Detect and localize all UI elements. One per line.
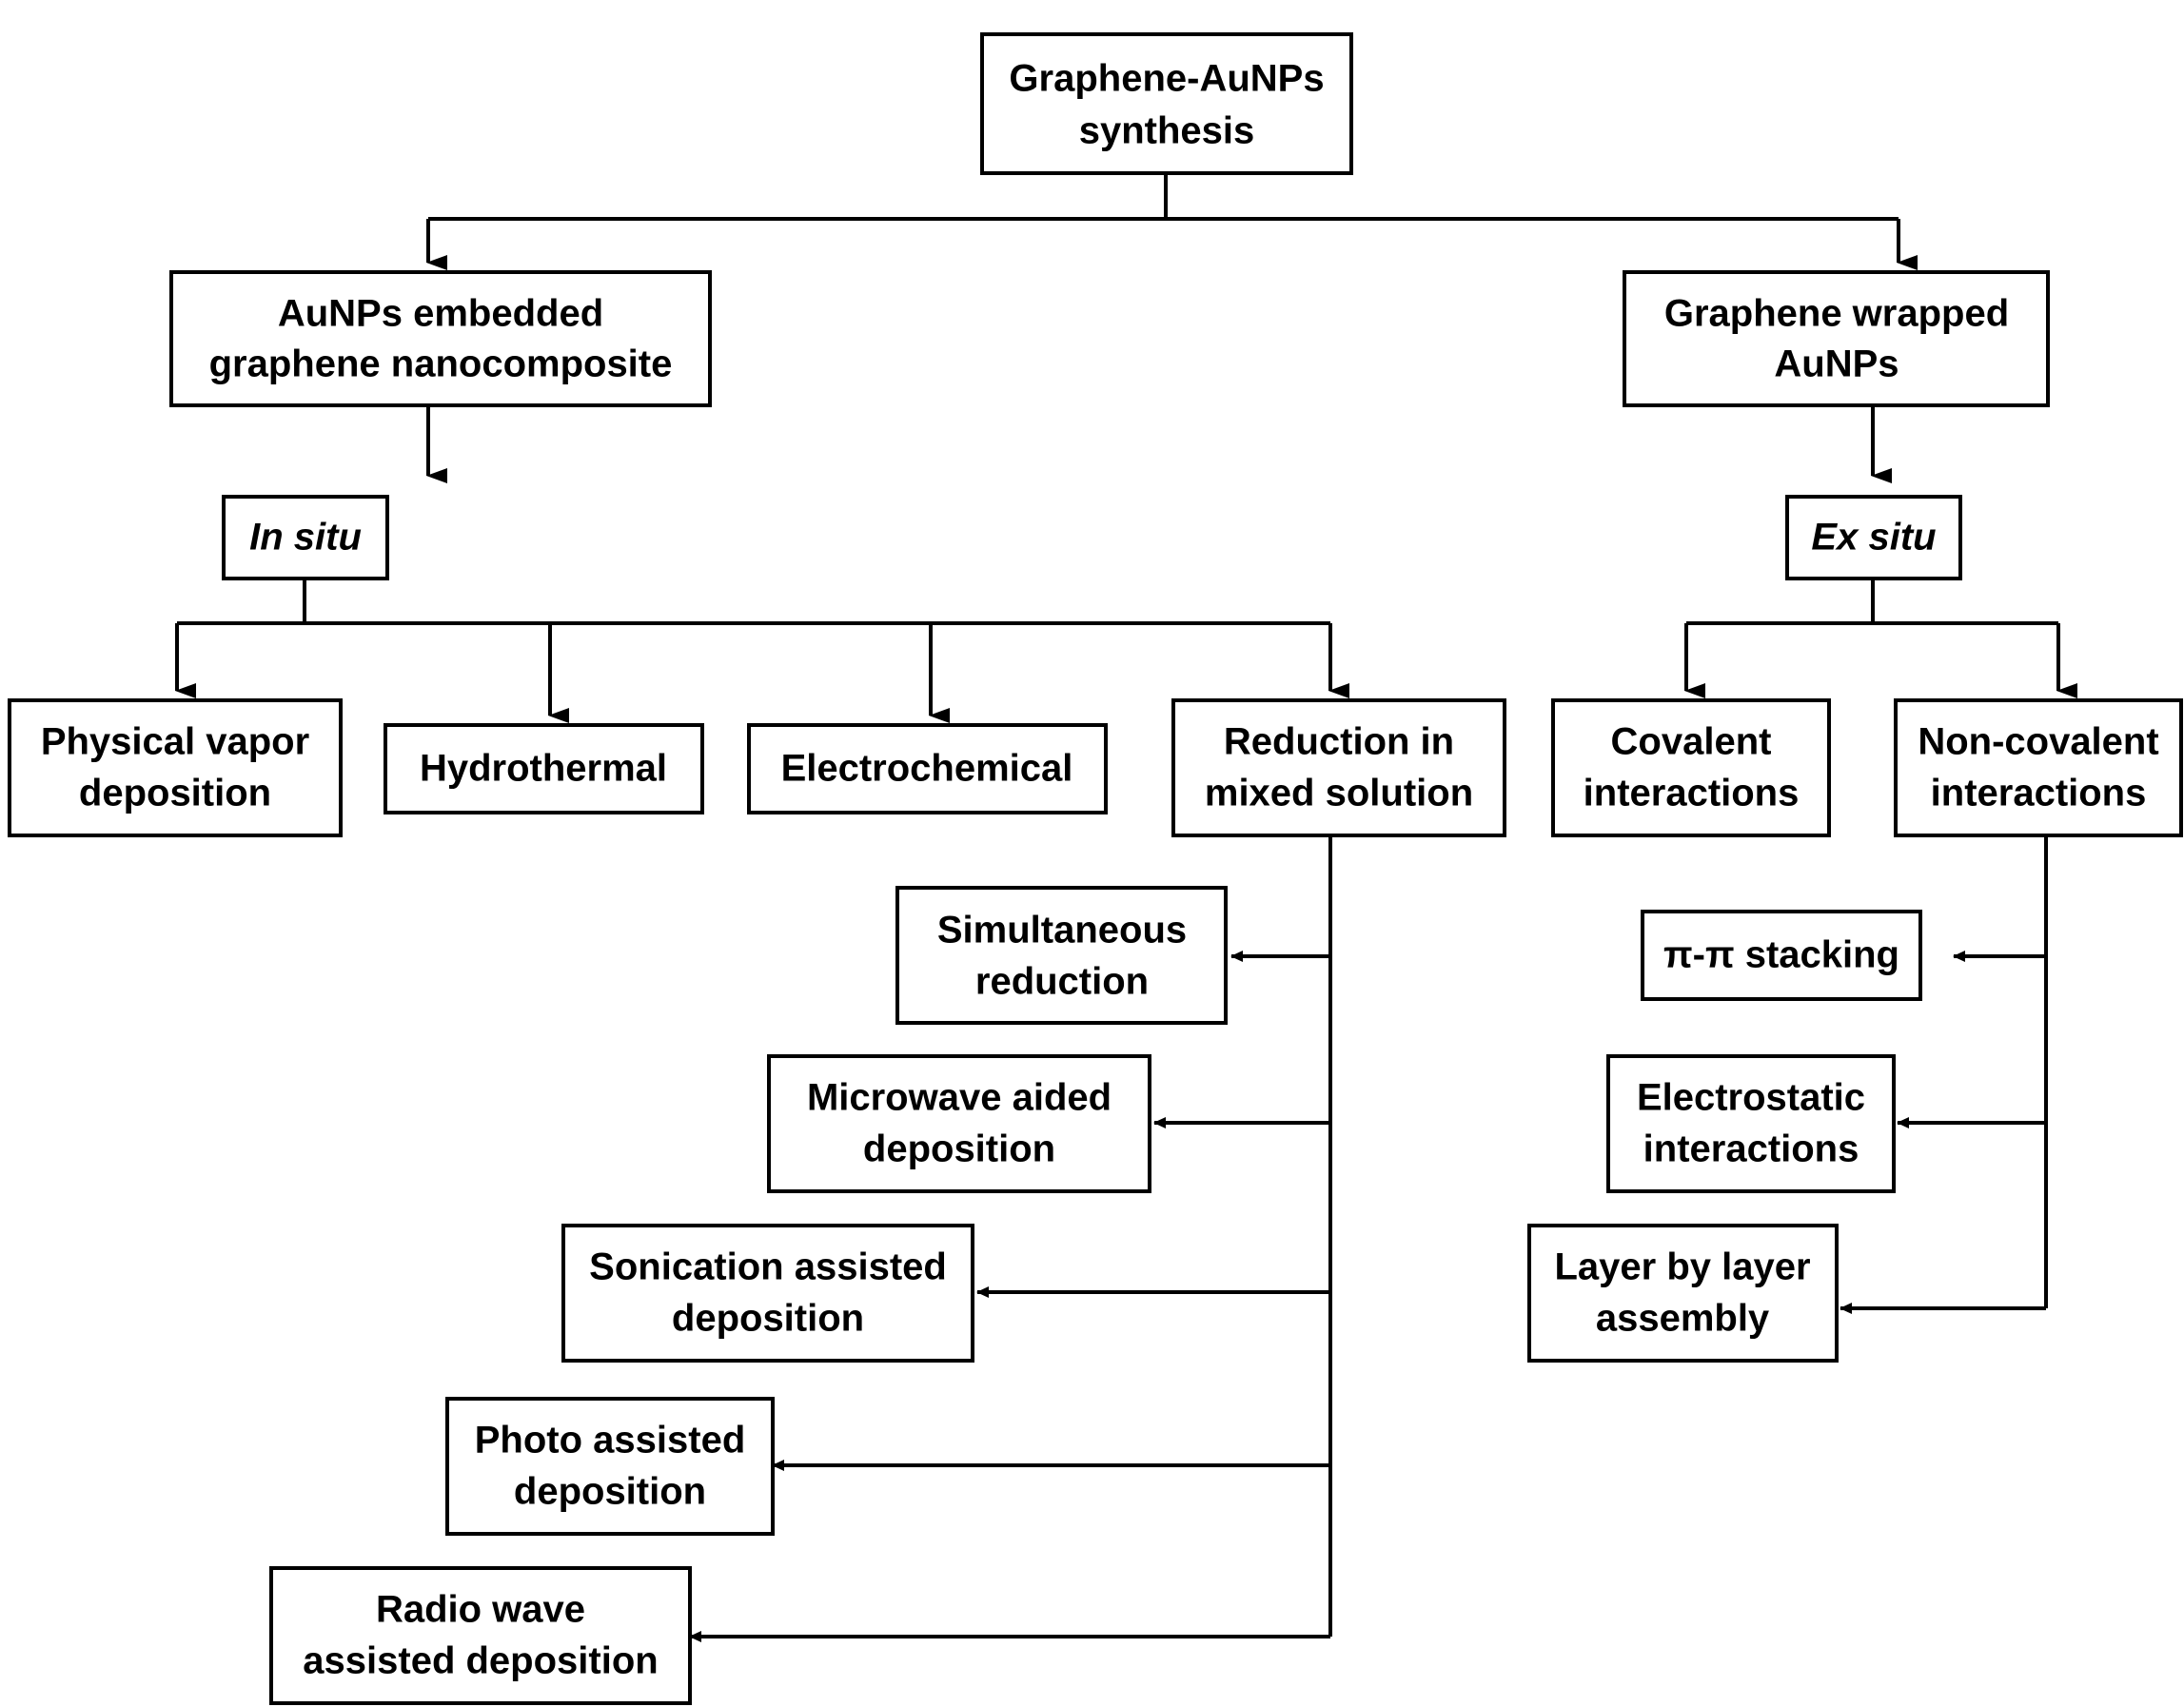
node-electrostatic-line1: Electrostatic xyxy=(1637,1077,1865,1119)
node-microwave-aided-line1: Microwave aided xyxy=(807,1077,1112,1119)
node-aunps-embedded-graphene-nanocomposite[interactable]: AuNPs embedded graphene nanocomposite xyxy=(169,270,712,407)
node-ex-situ-label: Ex situ xyxy=(1811,517,1936,559)
node-hydrothermal[interactable]: Hydrothermal xyxy=(384,723,704,814)
node-physical-vapor-line2: deposition xyxy=(79,773,271,814)
node-graphene-aunps-synthesis[interactable]: Graphene-AuNPs synthesis xyxy=(980,32,1353,175)
node-in-situ[interactable]: In situ xyxy=(222,495,389,580)
node-reduction-mixed-line1: Reduction in xyxy=(1224,721,1454,763)
node-simultaneous-reduction[interactable]: Simultaneous reduction xyxy=(895,886,1228,1025)
node-simultaneous-reduction-line2: reduction xyxy=(975,961,1149,1003)
node-pi-pi-stacking[interactable]: π-π stacking xyxy=(1641,910,1922,1001)
node-graphene-wrapped-line2: AuNPs xyxy=(1774,343,1899,385)
node-non-covalent-line2: interactions xyxy=(1931,773,2147,814)
node-photo-assisted-line2: deposition xyxy=(514,1471,706,1513)
node-covalent-line2: interactions xyxy=(1584,773,1800,814)
node-covalent-interactions[interactable]: Covalent interactions xyxy=(1551,698,1831,837)
node-photo-assisted-line1: Photo assisted xyxy=(475,1420,746,1462)
node-electrostatic-interactions[interactable]: Electrostatic interactions xyxy=(1606,1054,1896,1193)
node-reduction-in-mixed-solution[interactable]: Reduction in mixed solution xyxy=(1171,698,1506,837)
node-electrochemical[interactable]: Electrochemical xyxy=(747,723,1108,814)
node-sonication-assisted-deposition[interactable]: Sonication assisted deposition xyxy=(561,1224,974,1363)
node-layer-by-layer-line2: assembly xyxy=(1596,1298,1770,1340)
node-aunps-embedded-line1: AuNPs embedded xyxy=(278,293,603,335)
node-hydrothermal-label: Hydrothermal xyxy=(420,748,667,790)
node-radio-wave-line1: Radio wave xyxy=(376,1589,585,1631)
node-sonication-assisted-line1: Sonication assisted xyxy=(589,1246,947,1288)
node-photo-assisted-deposition[interactable]: Photo assisted deposition xyxy=(445,1397,775,1536)
node-electrostatic-line2: interactions xyxy=(1643,1128,1859,1170)
node-sonication-assisted-line2: deposition xyxy=(672,1298,864,1340)
node-covalent-line1: Covalent xyxy=(1611,721,1772,763)
node-radio-wave-line2: assisted deposition xyxy=(303,1640,658,1682)
node-microwave-aided-deposition[interactable]: Microwave aided deposition xyxy=(767,1054,1151,1193)
node-aunps-embedded-line2: graphene nanocomposite xyxy=(209,343,673,385)
node-radio-wave-assisted-deposition[interactable]: Radio wave assisted deposition xyxy=(269,1566,692,1705)
node-graphene-wrapped-line1: Graphene wrapped xyxy=(1664,293,2009,335)
edge-layer xyxy=(175,173,2077,1642)
node-graphene-wrapped-aunps[interactable]: Graphene wrapped AuNPs xyxy=(1623,270,2050,407)
node-ex-situ[interactable]: Ex situ xyxy=(1785,495,1962,580)
node-non-covalent-line1: Non-covalent xyxy=(1918,721,2158,763)
node-reduction-mixed-line2: mixed solution xyxy=(1205,773,1473,814)
node-graphene-aunps-synthesis-line2: synthesis xyxy=(1079,110,1255,152)
node-physical-vapor-deposition[interactable]: Physical vapor deposition xyxy=(8,698,343,837)
node-pi-pi-stacking-label: π-π stacking xyxy=(1663,934,1899,976)
node-microwave-aided-line2: deposition xyxy=(863,1128,1055,1170)
node-simultaneous-reduction-line1: Simultaneous xyxy=(937,910,1187,952)
node-in-situ-label: In situ xyxy=(249,517,362,559)
node-non-covalent-interactions[interactable]: Non-covalent interactions xyxy=(1894,698,2183,837)
node-graphene-aunps-synthesis-line1: Graphene-AuNPs xyxy=(1009,58,1324,100)
node-layer-by-layer-line1: Layer by layer xyxy=(1554,1246,1810,1288)
node-electrochemical-label: Electrochemical xyxy=(781,748,1073,790)
node-layer-by-layer-assembly[interactable]: Layer by layer assembly xyxy=(1527,1224,1839,1363)
node-physical-vapor-line1: Physical vapor xyxy=(41,721,309,763)
